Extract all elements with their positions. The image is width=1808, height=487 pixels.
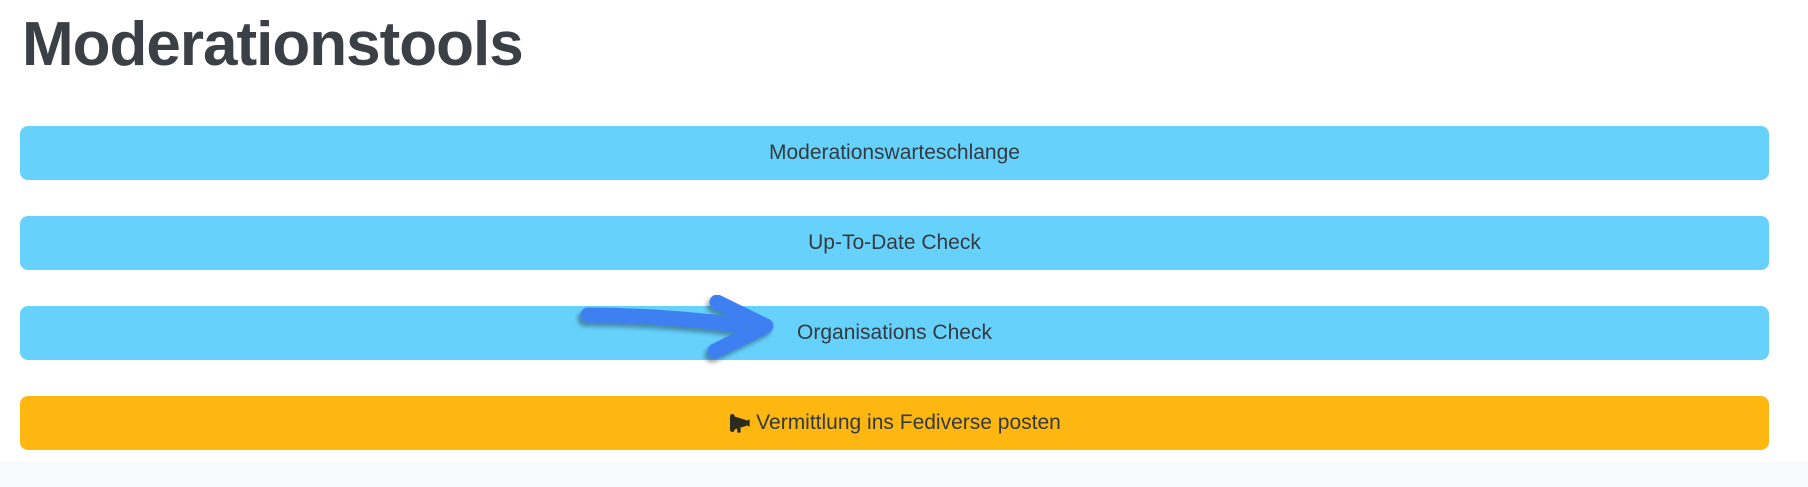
page-title: Moderationstools xyxy=(22,10,524,79)
moderation-queue-button[interactable]: Moderationswarteschlange xyxy=(20,126,1769,180)
post-to-fediverse-button[interactable]: Vermittlung ins Fediverse posten xyxy=(20,396,1769,450)
organisations-check-button[interactable]: Organisations Check xyxy=(20,306,1769,360)
moderation-queue-button-label: Moderationswarteschlange xyxy=(769,141,1020,164)
organisations-check-button-label: Organisations Check xyxy=(797,321,992,344)
footer-bar xyxy=(0,462,1808,487)
megaphone-icon xyxy=(728,410,754,436)
tool-button-list: Moderationswarteschlange Up-To-Date Chec… xyxy=(20,126,1769,450)
post-to-fediverse-button-label: Vermittlung ins Fediverse posten xyxy=(756,411,1061,434)
up-to-date-check-button[interactable]: Up-To-Date Check xyxy=(20,216,1769,270)
up-to-date-check-button-label: Up-To-Date Check xyxy=(808,231,981,254)
